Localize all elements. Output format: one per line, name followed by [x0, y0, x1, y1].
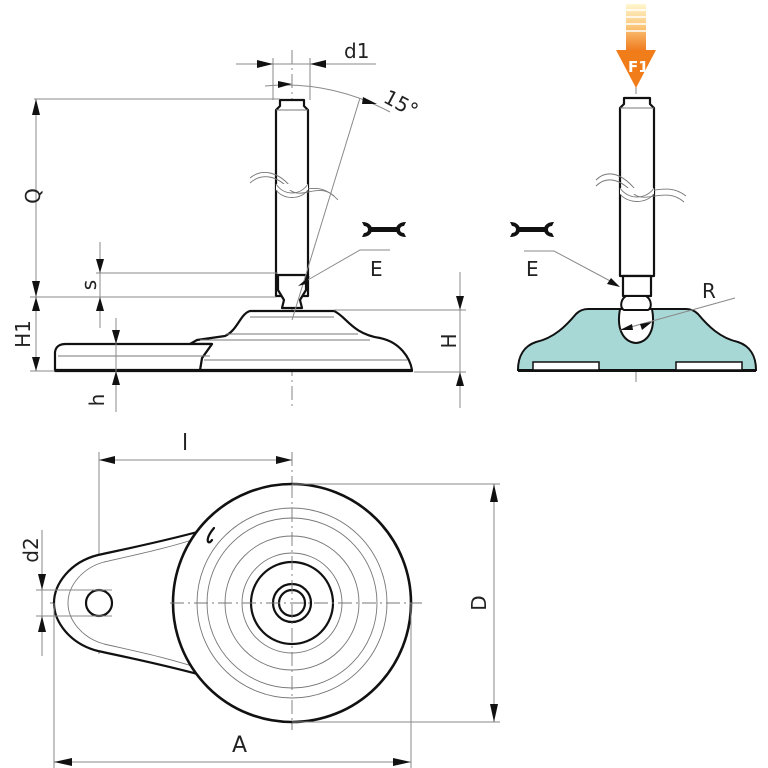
top-view: l d2 D A — [19, 431, 500, 768]
label-h: h — [85, 394, 109, 407]
dimension-A: A — [53, 603, 412, 768]
label-E-section: E — [526, 257, 539, 281]
label-F1: F1 — [628, 58, 649, 76]
label-E-side: E — [370, 257, 383, 281]
label-d1: d1 — [344, 39, 369, 63]
label-angle: 15° — [380, 85, 423, 123]
label-d2: d2 — [19, 537, 43, 562]
leader-E-side: E — [298, 249, 390, 286]
label-A: A — [232, 733, 247, 758]
dimension-l: l — [99, 431, 292, 464]
dimension-h: h — [85, 318, 120, 412]
dimension-R: R — [619, 279, 736, 331]
label-Q: Q — [21, 188, 45, 204]
label-H1: H1 — [11, 320, 35, 348]
dimension-Q: Q — [21, 98, 280, 298]
threaded-stud — [249, 98, 339, 310]
section-view: F1 R — [510, 4, 758, 386]
dimension-s: s — [77, 242, 278, 328]
wrench-icon — [362, 222, 406, 237]
foot-base-section — [516, 295, 758, 372]
ball-stud — [595, 96, 687, 298]
label-s: s — [77, 280, 101, 290]
dimension-d2: d2 — [19, 530, 112, 656]
force-arrow-icon: F1 — [616, 4, 656, 88]
label-R: R — [702, 279, 716, 303]
dimension-d1: d1 — [236, 39, 376, 100]
leader-E-section: E — [524, 250, 620, 287]
label-D: D — [467, 595, 491, 610]
dimension-H1: H1 — [11, 297, 55, 372]
side-view: d1 15° Q s — [11, 39, 466, 412]
label-H: H — [437, 333, 461, 348]
foot-base-side — [53, 309, 414, 373]
wrench-icon — [510, 222, 554, 237]
dimension-D: D — [292, 483, 500, 723]
dimension-H: H — [334, 272, 466, 408]
label-l: l — [182, 431, 188, 456]
fixing-lug — [52, 526, 220, 680]
